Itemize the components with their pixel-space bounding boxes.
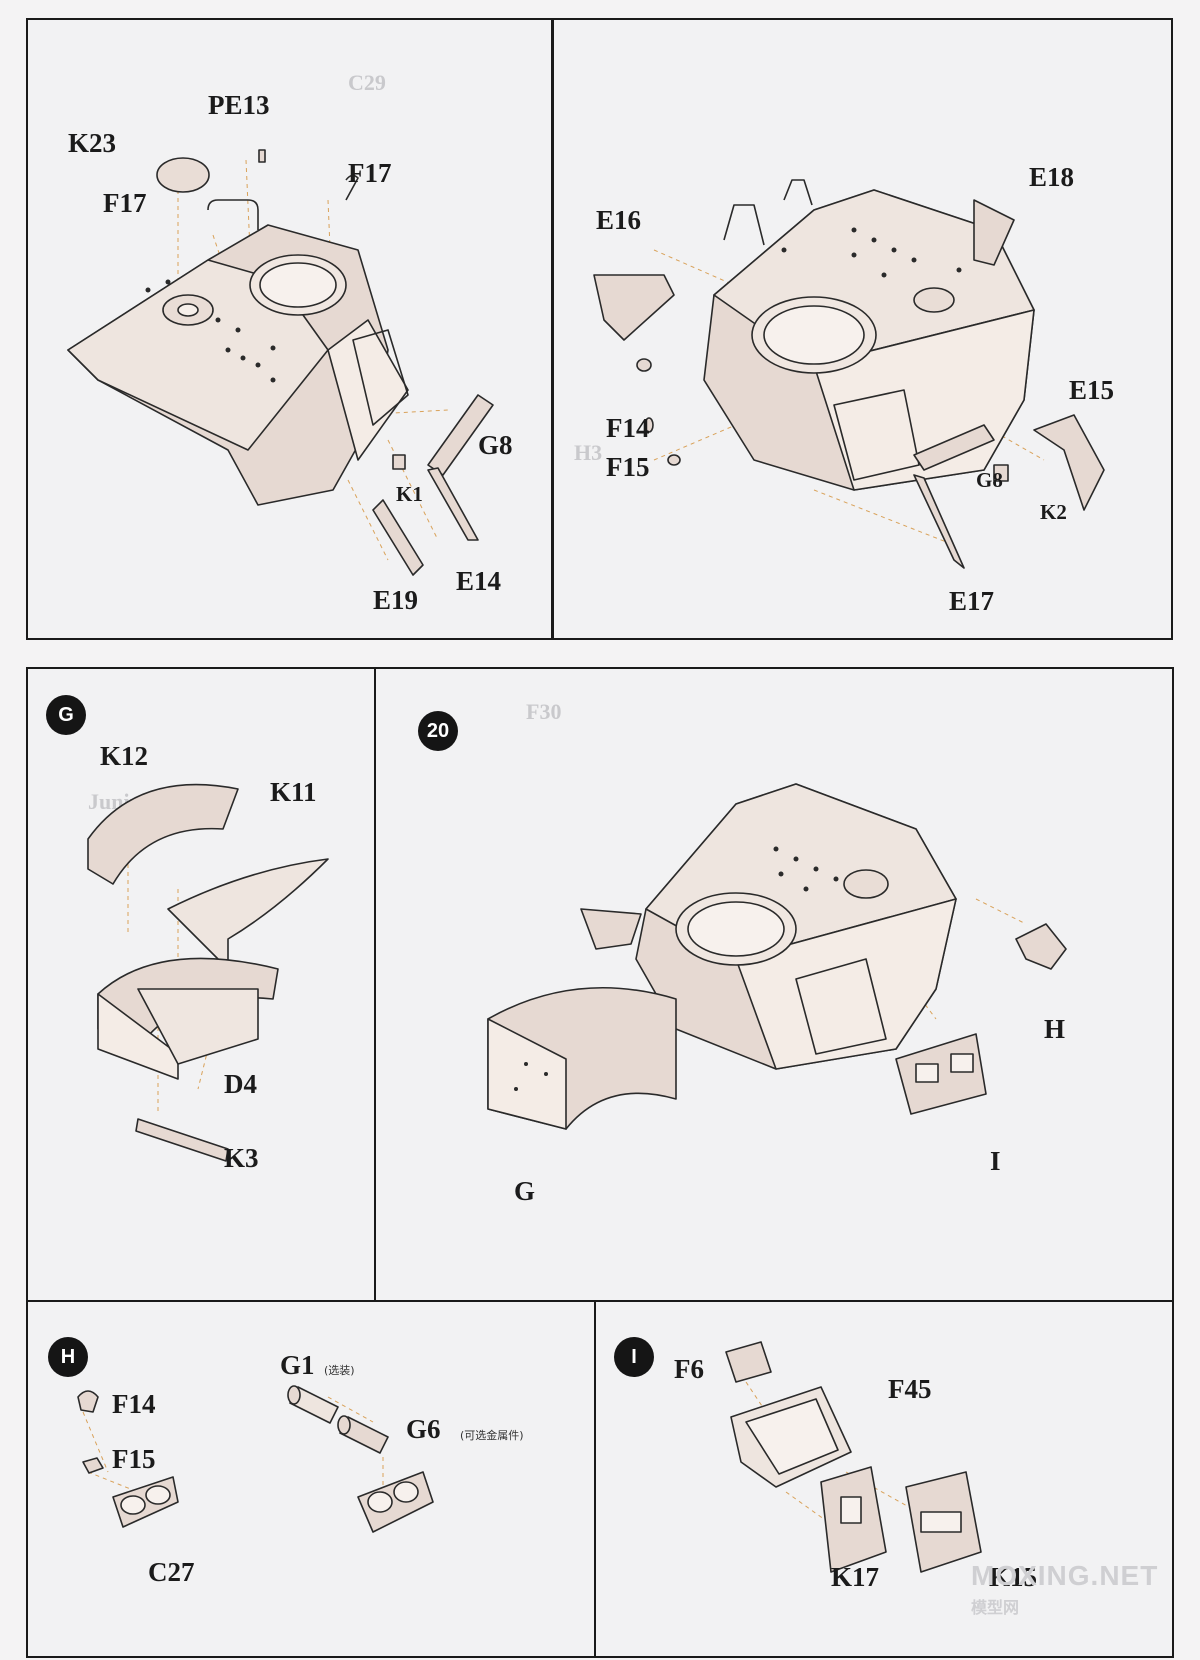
mantlet-assembly-diagram [87,783,329,1162]
hatch-assembly-diagram [725,1341,982,1573]
part-label-k17: K17 [831,1562,880,1592]
watermark-logo: MOXING.NET [971,1560,1159,1591]
part-label-e18: E18 [1029,162,1075,192]
part-label-k1: K1 [396,482,423,506]
part-label-f6: F6 [674,1354,704,1384]
watermark-subtitle: 模型网 [971,1598,1020,1617]
background-ghost-print: F30 [526,699,562,724]
periscope-assembly-diagram [77,1385,434,1533]
step-20-assembly-diagram [487,783,1067,1130]
part-label-h: H [1044,1014,1066,1044]
subassembly-badge-h: H [48,1337,88,1377]
subassembly-badge-i: I [614,1337,654,1377]
part-label-g6: G6 [406,1414,441,1444]
part-label-f17-right: F17 [348,158,392,188]
panel-subassembly-g: G Juniper K12 K11 D4 K3 [26,667,376,1302]
part-label-g: G [514,1176,536,1206]
panel-subassembly-h: H F14 F15 C27 G1 (选装) G6 (可选金属件) [26,1300,596,1658]
part-label-k23: K23 [68,128,117,158]
part-label-k3: K3 [224,1143,259,1173]
part-label-f17-left: F17 [103,188,147,218]
part-label-e15: E15 [1069,375,1115,405]
part-label-i: I [990,1146,1001,1176]
turret-top-diagram [67,149,494,576]
optional-metal-part-note-g6: (可选金属件) [460,1429,524,1442]
part-label-d4: D4 [224,1069,257,1099]
subassembly-badge-g: G [46,695,86,735]
background-ghost-print: C29 [348,70,386,95]
panel-step-20: 20 F30 H I G [374,667,1174,1302]
part-label-k2: K2 [1040,500,1067,524]
part-label-k12: K12 [100,741,149,771]
part-label-e17: E17 [949,586,995,616]
turret-assembly-diagram [593,179,1105,569]
part-label-e14: E14 [456,566,502,596]
part-label-c27: C27 [148,1557,195,1587]
part-label-g8: G8 [976,468,1003,492]
part-label-pe13: PE13 [208,90,270,120]
panel-top-left: C29 [26,18,553,640]
part-label-k11: K11 [270,777,317,807]
part-label-f45: F45 [888,1374,932,1404]
panel-subassembly-i: I F6 F45 K17 K15 MOXING.NET 模型网 [594,1300,1174,1658]
part-label-e16: E16 [596,205,642,235]
part-label-f14: F14 [606,413,650,443]
optional-note-g1: (选装) [324,1364,355,1377]
background-ghost-print: H3 [574,440,603,465]
part-label-f15: F15 [606,452,650,482]
part-label-k15: K15 [989,1562,1038,1592]
part-label-g8: G8 [478,430,513,460]
part-label-e19: E19 [373,585,419,615]
part-label-f15: F15 [112,1444,156,1474]
part-label-f14: F14 [112,1389,156,1419]
part-label-g1: G1 [280,1350,315,1380]
panel-top-right: H3 [552,18,1173,640]
step-number-badge: 20 [418,711,458,751]
